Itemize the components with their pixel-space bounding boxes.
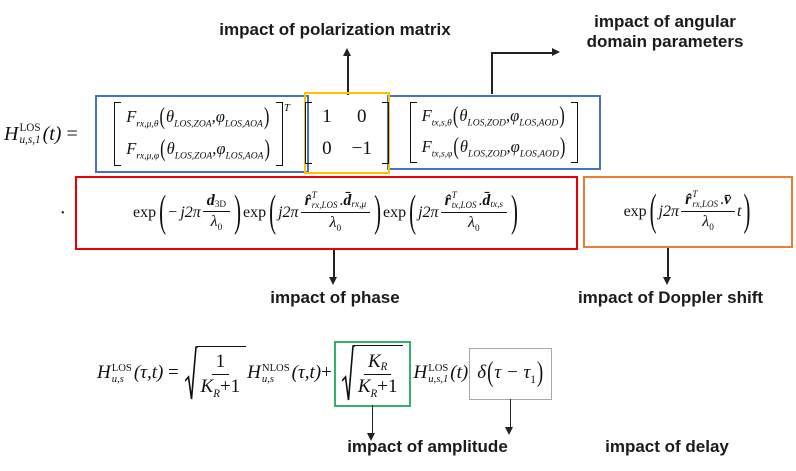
open-paren: ( — [409, 186, 417, 236]
polarization-matrix-label: impact of polarization matrix — [195, 20, 475, 40]
delay-delta-box: δ(τ − τ1) — [469, 348, 553, 435]
left-bracket — [305, 101, 313, 165]
angular-domain-label-line1: impact of angular — [594, 12, 736, 31]
doppler-label: impact of Doppler shift — [558, 288, 783, 308]
polarization-connector-line — [347, 56, 349, 95]
close-paren: ) — [234, 186, 242, 236]
tx-row-theta: Ftx,s,θ(θLOS,ZOD,φLOS,AOD) — [421, 101, 565, 129]
phase-label-text: impact of phase — [270, 288, 400, 307]
delay-label: impact of delay — [572, 437, 762, 457]
angular-connector-arrowhead-right — [552, 48, 560, 56]
phase-connector-line — [333, 250, 335, 278]
tx-field-pattern-box: Ftx,s,θ(θLOS,ZOD,φLOS,AOD) Ftx,s,φ(θLOS,… — [387, 95, 601, 170]
amplitude-connector-arrowhead-down — [367, 433, 376, 441]
amplitude-connector-line — [371, 405, 374, 434]
right-bracket — [275, 102, 283, 166]
phase-connector-arrowhead-down — [329, 277, 337, 285]
amplitude-label-text: impact of amplitude — [347, 437, 508, 456]
doppler-connector-arrowhead-down — [663, 277, 671, 285]
doppler-label-text: impact of Doppler shift — [577, 288, 764, 307]
delay-label-text: impact of delay — [605, 437, 729, 456]
delay-connector-arrowhead-down — [505, 426, 514, 435]
close-paren: ) — [511, 186, 518, 236]
angular-domain-label-line2: domain parameters — [586, 32, 744, 52]
rx-field-pattern-vector: Frx,μ,θ(θLOS,ZOA,φLOS,AOA) Frx,μ,φ(θLOS,… — [114, 102, 290, 166]
sqrt-radical-glyph — [184, 346, 198, 400]
angular-connector-vertical-line — [491, 52, 493, 94]
delta-function: δ(τ − τ1) — [477, 356, 544, 389]
left-bracket — [409, 101, 417, 164]
tx-row-phi: Ftx,s,φ(θLOS,ZOD,φLOS,AOD) — [421, 132, 566, 160]
close-paren: ) — [374, 186, 382, 236]
rx-row-theta: Frx,μ,θ(θLOS,ZOA,φLOS,AOA) — [126, 102, 270, 131]
multiplication-dot: · — [60, 201, 65, 224]
open-paren: ( — [269, 186, 277, 236]
angular-domain-label: impact of angular domain parameters — [565, 12, 765, 53]
doppler-connector-line — [667, 248, 669, 278]
right-bracket — [571, 101, 579, 164]
rx-row-phi: Frx,μ,φ(θLOS,ZOA,φLOS,AOA) — [126, 133, 270, 162]
right-bracket — [381, 101, 389, 165]
tx-field-pattern-vector: Ftx,s,θ(θLOS,ZOD,φLOS,AOD) Ftx,s,φ(θLOS,… — [409, 101, 579, 164]
polarization-connector-arrowhead-up — [343, 48, 351, 56]
sqrt-radical-glyph — [341, 345, 355, 401]
amplitude-label: impact of amplitude — [330, 437, 525, 457]
transpose-superscript: T — [283, 103, 290, 115]
close-paren: ) — [743, 185, 751, 235]
phase-label: impact of phase — [245, 288, 425, 308]
polarization-matrix-box: 1 0 0 −1 — [304, 92, 390, 174]
left-bracket — [114, 102, 122, 166]
rx-field-pattern-box: Frx,μ,θ(θLOS,ZOA,φLOS,AOA) Frx,μ,φ(θLOS,… — [95, 95, 309, 173]
polarization-matrix-label-text: impact of polarization matrix — [219, 20, 451, 39]
angular-connector-horizontal-line — [491, 52, 552, 54]
delay-connector-line — [509, 398, 512, 428]
open-paren: ( — [159, 186, 167, 236]
polarization-matrix: 1 0 0 −1 — [305, 101, 389, 165]
open-paren: ( — [649, 185, 657, 235]
